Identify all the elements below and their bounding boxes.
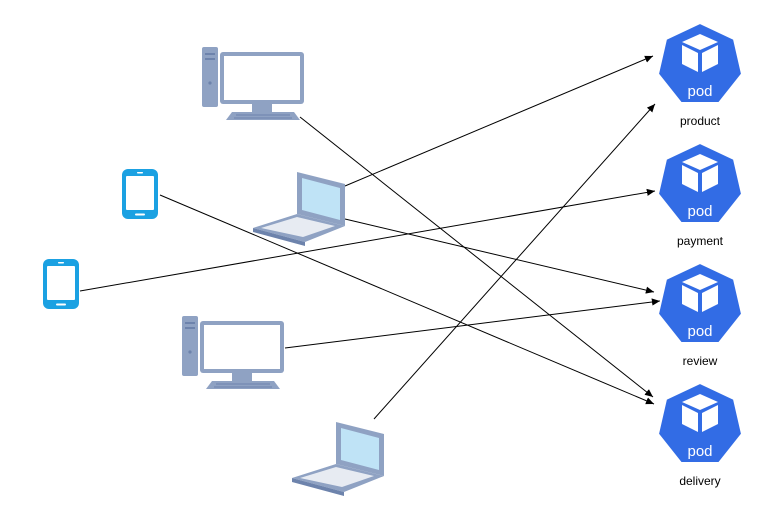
connection-arrow-phone-2-to-payment	[79, 188, 656, 292]
laptop-icon	[292, 422, 384, 496]
kubernetes-pod-icon: pod	[657, 22, 743, 104]
connection-arrow-laptop-2-to-product	[373, 103, 656, 420]
desktop-computer-icon	[202, 47, 304, 120]
kubernetes-pod-icon: pod	[657, 382, 743, 464]
connection-arrow-laptop-1-to-review	[344, 218, 655, 294]
pod-icon-text: pod	[687, 83, 712, 100]
kubernetes-pod-icon: pod	[657, 262, 743, 344]
connection-arrow-phone-1-to-delivery	[159, 194, 655, 405]
pod-label-product: product	[679, 114, 721, 128]
smartphone-icon	[122, 169, 158, 219]
connections-layer	[79, 55, 661, 420]
pod-label-review: review	[682, 354, 718, 368]
pod-label-delivery: delivery	[679, 474, 721, 488]
pod-label-payment: payment	[676, 234, 724, 248]
connection-arrow-desktop-2-to-review	[284, 298, 661, 349]
connection-arrow-desktop-1-to-delivery	[299, 116, 654, 398]
pod-icon-text: pod	[687, 323, 712, 340]
kubernetes-pod-icon: pod	[657, 142, 743, 224]
connection-arrow-laptop-1-to-product	[344, 55, 654, 187]
laptop-icon	[253, 172, 345, 246]
pod-icon-text: pod	[687, 443, 712, 460]
pod-icon-text: pod	[687, 203, 712, 220]
smartphone-icon	[43, 259, 79, 309]
desktop-computer-icon	[182, 316, 284, 389]
